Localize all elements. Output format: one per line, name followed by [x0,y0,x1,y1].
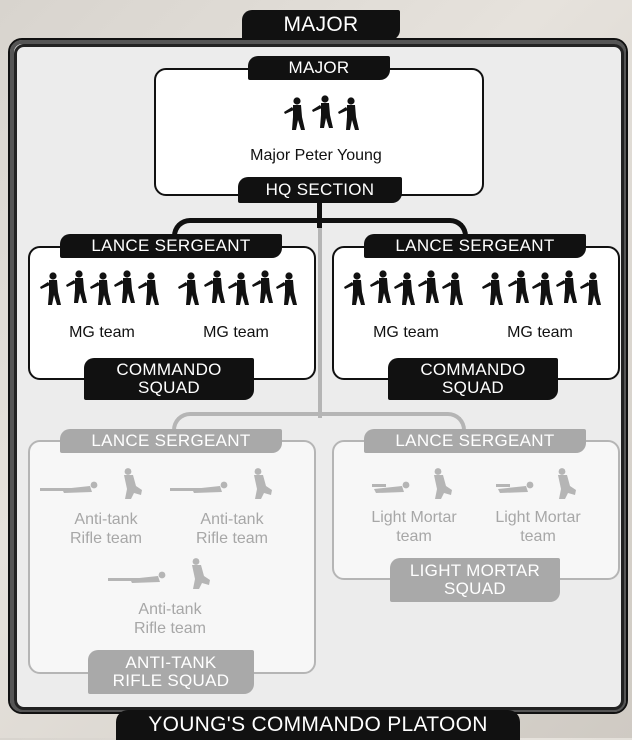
team-label-line: team [396,528,432,545]
squad-tag-line: RIFLE SQUAD [112,671,230,690]
mg-team-icon [344,270,463,305]
mg-team-icon [40,270,159,305]
antitank-rifle-team-icon [170,468,272,499]
commando-branch-line [172,218,468,245]
antitank-team-label: Anti-tank Rifle team [48,510,164,548]
squad-tag-line: SQUAD [442,378,504,397]
hq-rank-tag: MAJOR [248,56,390,80]
team-label-line: Rifle team [195,530,269,547]
hq-soldiers-icon [284,95,359,130]
mortar-squad-tag: LIGHT MORTAR SQUAD [390,558,560,602]
squad-tag-line: ANTI-TANK [125,653,217,672]
antitank-squad-tag: ANTI-TANK RIFLE SQUAD [88,650,254,694]
team-label-line: Light Mortar [495,509,581,526]
squad-tag-line: COMMANDO [420,360,526,379]
light-mortar-team-icon [372,468,452,499]
mg-team-icon [178,270,297,305]
platoon-name-tag: YOUNG'S COMMANDO PLATOON [116,710,520,740]
mortar-rank-tag: LANCE SERGEANT [364,429,586,453]
antitank-rank-tag: LANCE SERGEANT [60,429,282,453]
grey-trunk-line [318,228,322,418]
team-label-line: Light Mortar [371,509,457,526]
team-label-line: team [520,528,556,545]
team-label-line: Anti-tank [138,601,202,618]
mg-team-label: MG team [203,324,269,341]
commando-left-squad-tag: COMMANDO SQUAD [84,358,254,400]
top-rank-tag: MAJOR [242,10,400,40]
mg-team-label: MG team [507,324,573,341]
mg-team-icon [482,270,601,305]
commando-right-rank-tag: LANCE SERGEANT [364,234,586,258]
team-label-line: Anti-tank [200,511,264,528]
team-label-line: Rifle team [69,530,143,547]
hq-trunk-line [317,200,322,228]
team-label-line: Anti-tank [74,511,138,528]
antitank-rifle-team-icon [40,468,142,499]
antitank-squad-box [28,440,316,674]
antitank-team-label: Anti-tank Rifle team [174,510,290,548]
commando-left-rank-tag: LANCE SERGEANT [60,234,282,258]
mg-team-label: MG team [69,324,135,341]
squad-tag-line: SQUAD [138,378,200,397]
hq-commander-name: Major Peter Young [250,147,382,164]
squad-tag-line: COMMANDO [116,360,222,379]
light-mortar-team-icon [496,468,576,499]
commando-squad-left-box [28,246,316,380]
mortar-team-label: Light Mortar team [352,508,476,546]
antitank-team-label: Anti-tank Rifle team [112,600,228,638]
mg-team-label: MG team [373,324,439,341]
team-label-line: Rifle team [133,620,207,637]
hq-box [154,68,484,196]
commando-right-squad-tag: COMMANDO SQUAD [388,358,558,400]
hq-section-tag: HQ SECTION [238,177,402,203]
antitank-rifle-team-icon [108,558,210,589]
support-branch-line [172,412,466,436]
mortar-team-label: Light Mortar team [476,508,600,546]
squad-tag-line: LIGHT MORTAR [409,561,541,580]
squad-tag-line: SQUAD [444,579,506,598]
